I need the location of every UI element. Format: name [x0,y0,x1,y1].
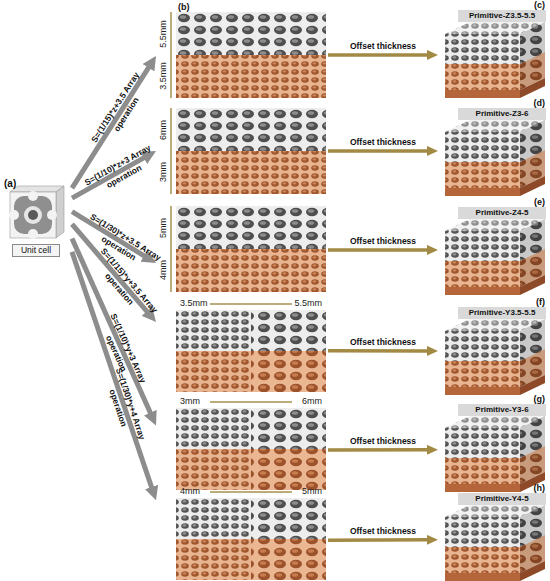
z-gradient-lattice [176,206,326,292]
cube-side [56,186,64,238]
dimension-line [210,401,292,403]
sheet-model [445,505,545,581]
panel-caption: Unit cell [12,244,60,257]
dimension-lines [171,12,292,492]
dimension-label: 3.5mm [158,62,168,90]
offset-arrow [328,538,428,542]
dimension-line [210,491,292,493]
sheet-model-panel: (g)Primitive-Y3-6 [438,394,548,492]
gradient-lattice-images [176,12,326,580]
dimension-label: 3.5mm [180,298,208,308]
process-label: Offset thickness [350,436,416,446]
cube-front [10,192,56,238]
dimension-line [170,108,172,194]
surface-hole [24,206,42,224]
lattice-array-panel: 6mm 3mm [156,104,328,198]
lattice-array-panel: 4mm 5mm [156,486,328,581]
sheet-model [445,120,545,196]
z-gradient-lattice [176,12,326,98]
process-label: Offset thickness [350,137,416,147]
sheet-model [445,219,545,295]
dimension-label: 6mm [302,396,322,406]
dimension-label: 5mm [302,486,322,496]
lattice-array-panel: (b) 5.5mm 3.5mm [156,2,328,100]
panel-letter: (d) [534,98,546,108]
sheet-model-panel: (h)Primitive-Y4-5 [438,483,548,581]
model-title: Primitive-Z4-5 [458,207,546,219]
lattice-array-panel: 3.5mm 5.5mm [156,298,328,394]
operation-label: S=(1/10)*z+3 Array operation [77,138,165,203]
sheet-models [445,22,545,581]
y-gradient-lattice [176,408,326,490]
sheet-model-panel: (f)Primitive-Y3.5-5.5 [438,297,548,395]
offset-arrow [328,248,428,252]
panel-letter: (b) [178,2,190,12]
dimension-label: 5.5mm [158,20,168,48]
surface-hole [9,210,19,220]
sheet-model [445,416,545,492]
cube-top [10,186,64,192]
model-title: Primitive-Y4-5 [458,493,546,505]
panel-letter: (f) [536,297,545,307]
dimension-label: 3mm [158,162,168,182]
panel-letter: (c) [534,0,545,10]
dimension-line [170,206,172,292]
sheet-model-panel: (c)Primitive-Z3.5-5.5 [438,0,548,98]
dimension-label: 4mm [180,486,200,496]
operation-label: S=(1/15)*z+3.5 Array operation [87,68,155,155]
panel-letter: (a) [4,178,16,189]
dimension-label: 6mm [158,120,168,140]
sheet-model [445,319,545,395]
model-title: Primitive-Z3-6 [458,108,546,120]
panel-letter: (e) [534,197,545,207]
process-label: Offset thickness [350,41,416,51]
process-label: Offset thickness [350,337,416,347]
surface-hole [28,210,38,220]
primitive-surface [14,196,52,234]
dimension-line [170,12,172,98]
model-title: Primitive-Z3.5-5.5 [458,10,546,22]
offset-arrow [328,349,428,353]
process-label: Offset thickness [350,526,416,536]
z-gradient-lattice [176,108,326,194]
lattice-array-panel: 5mm 4mm [156,202,328,296]
surface-hole [28,191,38,201]
sheet-model-panel: (d)Primitive-Z3-6 [438,98,548,196]
offset-arrow [328,53,428,57]
dimension-label: 3mm [180,396,200,406]
surface-hole [47,210,57,220]
offset-arrow [328,448,428,452]
y-gradient-lattice [176,498,326,580]
panel-letter: (h) [534,483,546,493]
lattice-array-panel: 3mm 6mm [156,396,328,494]
y-gradient-lattice [176,310,326,392]
dimension-label: 4mm [158,260,168,280]
dimension-label: 5.5mm [294,298,322,308]
process-label: Offset thickness [350,236,416,246]
unit-cell-panel: (a) Unit cell [2,178,72,262]
unit-cell-illustration [9,186,64,239]
dimension-label: 5mm [158,218,168,238]
panel-letter: (g) [534,394,546,404]
model-title: Primitive-Y3.5-5.5 [458,307,546,319]
surface-hole [28,229,38,239]
sheet-model-panel: (e)Primitive-Z4-5 [438,197,548,295]
model-title: Primitive-Y3-6 [458,404,546,416]
dimension-line [210,303,292,305]
offset-arrow [328,149,428,153]
sheet-model [445,22,545,98]
